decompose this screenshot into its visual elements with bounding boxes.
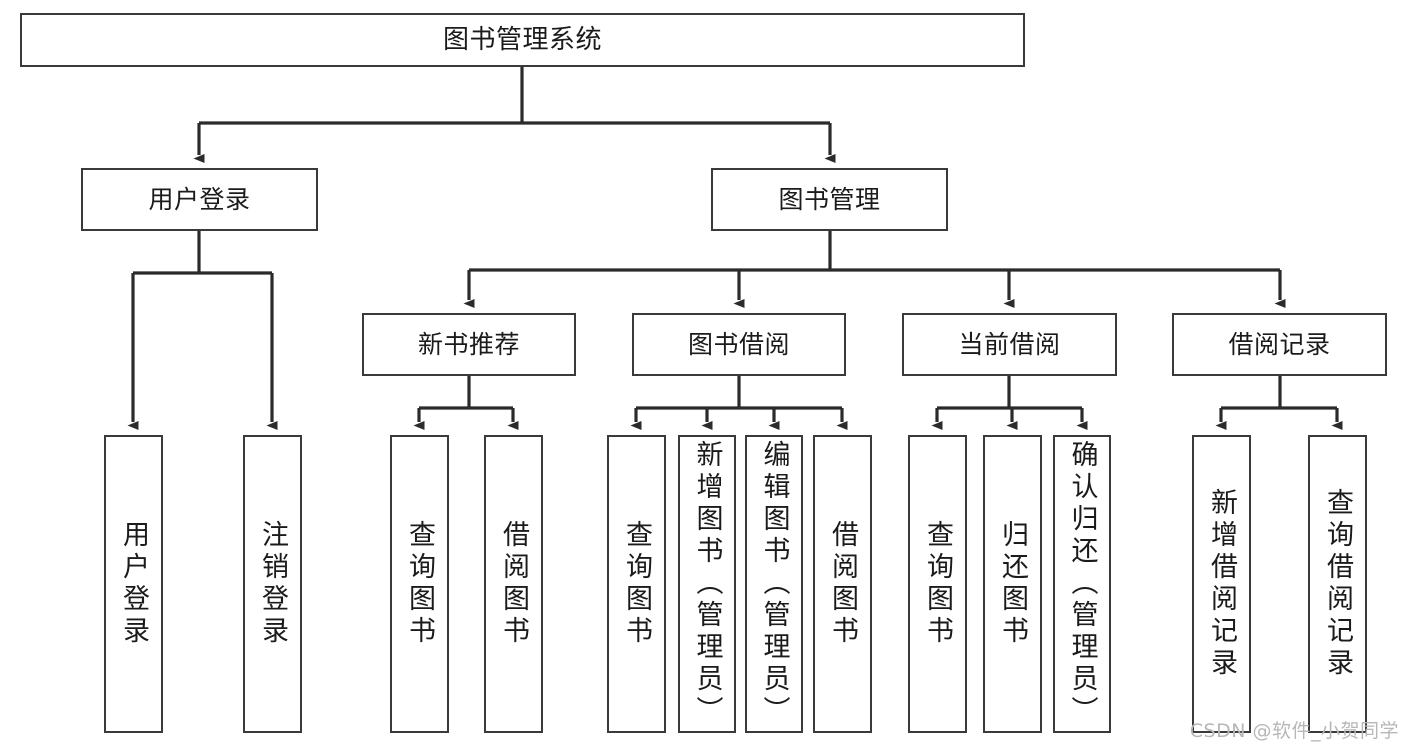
node-borrow-record-label: 借阅记录 <box>1228 329 1331 359</box>
node-leaf-logout-login-label: 注销登录 <box>257 520 288 648</box>
node-leaf-add-book-label: 新增图书（管理员） <box>691 440 723 728</box>
node-current-borrow[interactable]: 当前借阅 <box>902 313 1117 376</box>
node-borrow-record[interactable]: 借阅记录 <box>1172 313 1387 376</box>
node-user-login-label: 用户登录 <box>148 184 251 214</box>
node-user-login[interactable]: 用户登录 <box>81 168 318 231</box>
node-leaf-query-book-2-label: 查询图书 <box>621 520 652 648</box>
node-leaf-query-book-3-label: 查询图书 <box>922 520 953 648</box>
node-new-book-recommend[interactable]: 新书推荐 <box>362 313 576 376</box>
node-leaf-return-book[interactable]: 归还图书 <box>983 435 1042 733</box>
node-new-book-recommend-label: 新书推荐 <box>417 329 520 359</box>
node-book-manage-label: 图书管理 <box>778 184 881 214</box>
node-leaf-confirm-return[interactable]: 确认归还（管理员） <box>1053 435 1111 733</box>
node-leaf-borrow-book-1[interactable]: 借阅图书 <box>484 435 543 733</box>
node-leaf-edit-book-label: 编辑图书（管理员） <box>758 440 790 728</box>
node-root-label: 图书管理系统 <box>442 24 602 55</box>
node-root[interactable]: 图书管理系统 <box>20 13 1025 67</box>
node-book-manage[interactable]: 图书管理 <box>711 168 948 231</box>
node-leaf-user-login[interactable]: 用户登录 <box>104 435 163 733</box>
node-leaf-user-login-label: 用户登录 <box>118 520 149 648</box>
node-leaf-borrow-book-2-label: 借阅图书 <box>827 520 858 648</box>
node-current-borrow-label: 当前借阅 <box>958 329 1061 359</box>
node-leaf-borrow-book-2[interactable]: 借阅图书 <box>813 435 872 733</box>
node-leaf-query-borrow-record-label: 查询借阅记录 <box>1322 488 1353 680</box>
node-leaf-confirm-return-label: 确认归还（管理员） <box>1066 440 1098 728</box>
node-leaf-add-borrow-record[interactable]: 新增借阅记录 <box>1192 435 1251 733</box>
node-leaf-add-book[interactable]: 新增图书（管理员） <box>678 435 736 733</box>
node-leaf-return-book-label: 归还图书 <box>997 520 1028 648</box>
watermark: CSDN @软件_小贺同学 <box>1189 720 1399 742</box>
node-book-borrow-label: 图书借阅 <box>687 329 790 359</box>
node-leaf-query-borrow-record[interactable]: 查询借阅记录 <box>1308 435 1367 733</box>
node-book-borrow[interactable]: 图书借阅 <box>632 313 846 376</box>
node-leaf-query-book-2[interactable]: 查询图书 <box>607 435 666 733</box>
node-leaf-edit-book[interactable]: 编辑图书（管理员） <box>745 435 803 733</box>
node-leaf-query-book-1-label: 查询图书 <box>404 520 435 648</box>
node-leaf-query-book-1[interactable]: 查询图书 <box>390 435 449 733</box>
node-leaf-borrow-book-1-label: 借阅图书 <box>498 520 529 648</box>
node-leaf-query-book-3[interactable]: 查询图书 <box>908 435 967 733</box>
node-leaf-logout-login[interactable]: 注销登录 <box>243 435 302 733</box>
node-leaf-add-borrow-record-label: 新增借阅记录 <box>1206 488 1237 680</box>
